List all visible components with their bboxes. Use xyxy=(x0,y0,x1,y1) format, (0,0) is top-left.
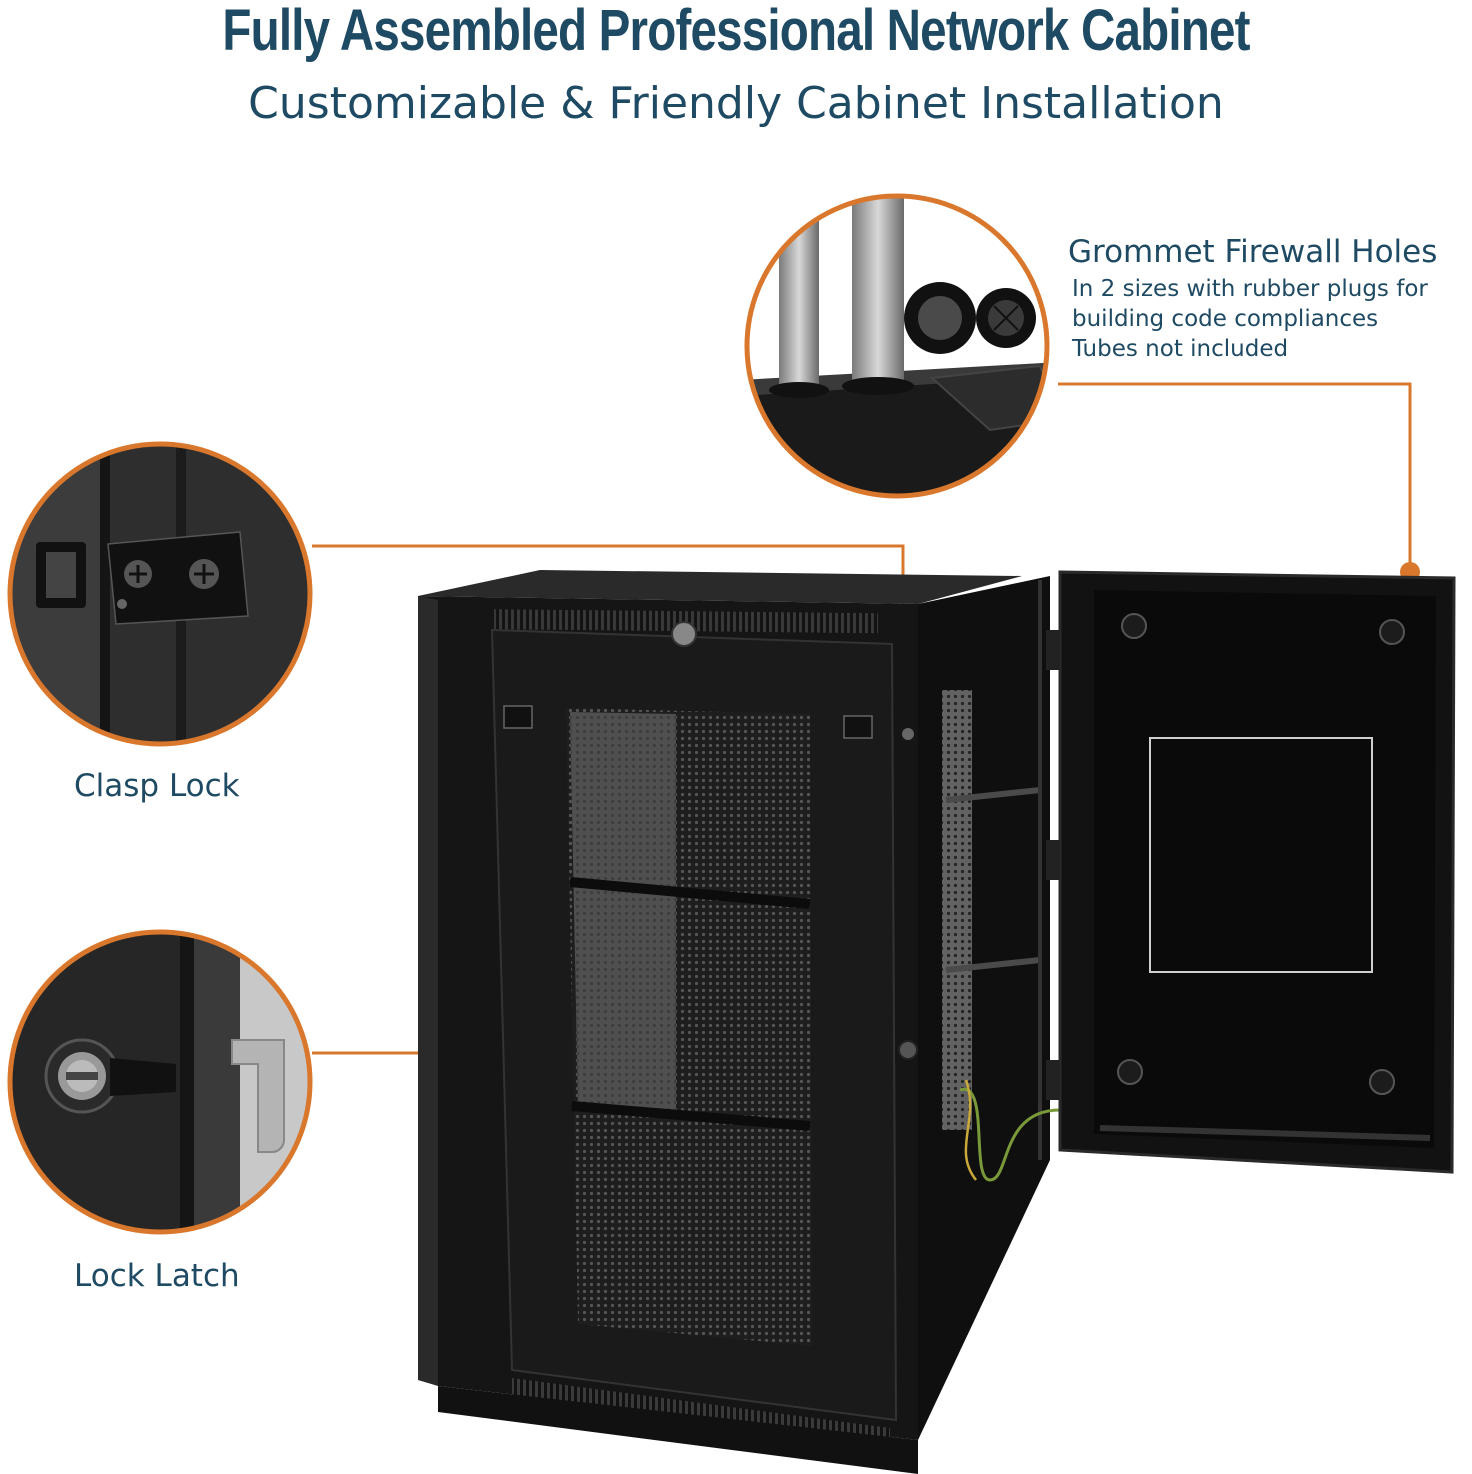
keyhole-bottom-right xyxy=(1369,1069,1395,1095)
cabinet-top xyxy=(418,570,1022,604)
door-key-lock xyxy=(671,621,697,647)
network-cabinet xyxy=(418,570,1132,1474)
page-subtitle: Customizable & Friendly Cabinet Installa… xyxy=(248,78,1224,129)
grommet-title: Grommet Firewall Holes xyxy=(1068,234,1438,270)
rear-wall-panel xyxy=(1046,570,1456,1174)
lock-latch-detail-circle xyxy=(7,929,313,1235)
keyhole-top-right xyxy=(1379,619,1405,645)
grommet-desc-line-3: Tubes not included xyxy=(1072,336,1289,362)
door-clasp-left xyxy=(503,705,533,729)
grommet-desc-line-1: In 2 sizes with rubber plugs for xyxy=(1072,276,1428,302)
clasp-lock-detail-circle xyxy=(7,441,313,747)
keyhole-bottom-left xyxy=(1117,1059,1143,1085)
grommet-detail-circle xyxy=(744,193,1050,499)
door-latch-knob xyxy=(898,1040,918,1060)
grommet-leader-line xyxy=(1058,382,1412,570)
lock-latch-label: Lock Latch xyxy=(74,1258,240,1294)
page-title: Fully Assembled Professional Network Cab… xyxy=(222,0,1250,63)
door-clasp-right xyxy=(843,715,873,739)
clasp-lock-label: Clasp Lock xyxy=(74,768,240,804)
grommet-desc-line-2: building code compliances xyxy=(1072,306,1379,332)
keyhole-top-left xyxy=(1121,613,1147,639)
cabinet-side-open xyxy=(918,576,1050,1440)
mounting-plate-outline xyxy=(1149,737,1373,973)
